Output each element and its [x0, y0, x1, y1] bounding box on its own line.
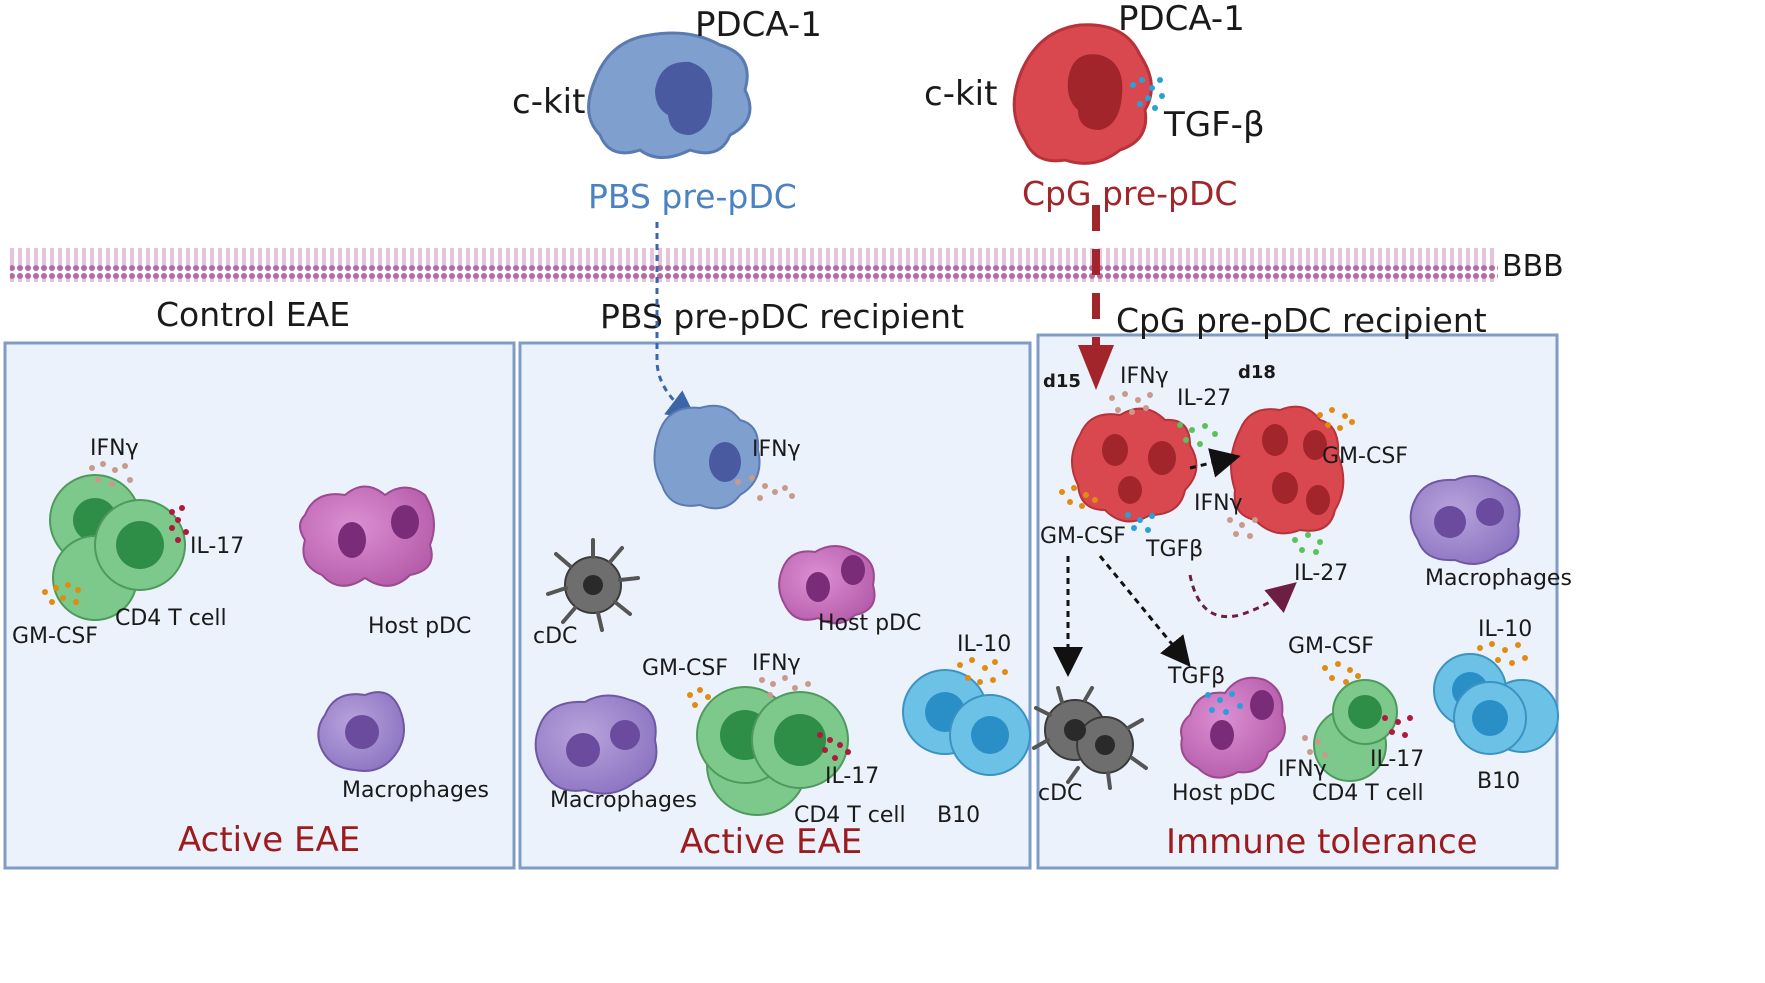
control-macrophages-label: Macrophages [342, 778, 489, 803]
cpg-macrophages [1409, 475, 1521, 565]
pbs-macrophages-label: Macrophages [550, 788, 697, 813]
pbs-pdca1-label: PDCA-1 [695, 5, 822, 45]
control-t-cell-label: CD4 T cell [115, 606, 227, 631]
cpg-il10-label: IL-10 [1478, 617, 1532, 642]
cpg-tgfb-feedback-arrow [1188, 574, 1297, 619]
cpg-t-cell-label: CD4 T cell [1312, 781, 1424, 806]
control-host-pdc [299, 485, 435, 587]
pbs-outcome: Active EAE [680, 822, 862, 862]
cpg-cluster-d18 [1230, 405, 1345, 535]
control-gmcsf-dots [42, 582, 81, 605]
cpg-gmcsf-right-label: GM-CSF [1322, 444, 1408, 469]
pbs-b10-label: B10 [937, 803, 980, 828]
cpg-t-gmcsf-label: GM-CSF [1288, 634, 1374, 659]
cpg-pre-pdc-label: CpG pre-pDC [1022, 174, 1237, 213]
cpg-ifn-top-dots [1109, 391, 1153, 415]
cpg-gmcsf-left-label: GM-CSF [1040, 524, 1126, 549]
pbs-il10-label: IL-10 [957, 632, 1011, 657]
pbs-cdc-label: cDC [533, 624, 577, 649]
cpg-gmcsf-right-dots [1317, 407, 1355, 431]
pbs-t-ifn-dots [759, 675, 811, 698]
pbs-pre-pdc-cell [587, 31, 752, 159]
cpg-migration-arrowhead [1078, 345, 1114, 390]
pbs-ckit-label: c-kit [512, 82, 585, 122]
cpg-host-pdc-label: Host pDC [1172, 781, 1275, 806]
cpg-pre-pdc-cell [1012, 23, 1165, 165]
control-gmcsf-label: GM-CSF [12, 624, 98, 649]
cpg-macrophages-label: Macrophages [1425, 566, 1572, 591]
cpg-t-ifn-dots [1302, 735, 1328, 758]
control-macrophage [317, 691, 405, 772]
cpg-il27-top-label: IL-27 [1177, 386, 1231, 411]
cpg-il17-label: IL-17 [1370, 747, 1424, 772]
cpg-host-tgfb-dots [1205, 691, 1243, 715]
cpg-d15-to-d18-arrow [1189, 448, 1241, 478]
cpg-ifn-mid-label: IFNγ [1194, 491, 1243, 516]
control-cd4-t-cell [49, 474, 186, 621]
cpg-day15-label: d15 [1043, 371, 1081, 392]
pbs-il17-label: IL-17 [825, 764, 879, 789]
cpg-il27-bottom-dots [1292, 532, 1323, 555]
cpg-ifn-top-label: IFNγ [1120, 364, 1169, 389]
cpg-tgfb-left-dots [1125, 512, 1155, 533]
pbs-host-pdc [778, 545, 876, 625]
cpg-tgfb-label: TGF-β [1163, 105, 1265, 145]
pbs-t-cell-label: CD4 T cell [794, 803, 906, 828]
cpg-cdc-label: cDC [1038, 781, 1082, 806]
cpg-host-tgfb-label: TGFβ [1167, 664, 1225, 689]
cpg-cd4-t-cell [1313, 679, 1398, 782]
control-host-pdc-label: Host pDC [368, 614, 471, 639]
cpg-day18-label: d18 [1238, 362, 1276, 383]
cpg-cdc [1032, 686, 1148, 790]
pbs-cd4-t-cell [696, 686, 849, 816]
cpg-cluster-d15 [1071, 407, 1198, 523]
cpg-il10-dots [1477, 641, 1528, 666]
cpg-il27-top-dots [1177, 422, 1218, 447]
cpg-tgfb-dots [1130, 77, 1165, 111]
bbb-membrane [10, 248, 1498, 282]
pbs-il10-dots [957, 657, 1008, 685]
cpg-pdca1-label: PDCA-1 [1118, 0, 1245, 39]
control-il17-label: IL-17 [190, 534, 244, 559]
control-il17-dots [169, 505, 189, 543]
cpg-tgfb-left-label: TGFβ [1145, 537, 1203, 562]
pbs-gmcsf-label: GM-CSF [642, 656, 728, 681]
control-ifn-dots [89, 461, 133, 487]
cpg-il27-bottom-label: IL-27 [1294, 561, 1348, 586]
cpg-t-ifn-label: IFNγ [1278, 757, 1327, 782]
cpg-b10-cell [1433, 653, 1559, 755]
cpg-t-gmcsf-dots [1322, 661, 1361, 685]
pbs-pre-pdc-label: PBS pre-pDC [588, 177, 797, 216]
cpg-host-pdc [1180, 676, 1286, 779]
cpg-il17-dots [1382, 715, 1413, 738]
pbs-gmcsf-dots [687, 687, 711, 708]
control-outcome: Active EAE [178, 820, 360, 860]
pbs-t-ifn-label: IFNγ [752, 651, 801, 676]
cpg-to-host-pdc-arrow [1098, 555, 1191, 667]
cpg-gmcsf-left-dots [1059, 485, 1098, 509]
pbs-il17-dots [817, 732, 851, 761]
bbb-label: BBB [1502, 249, 1564, 284]
cpg-ckit-label: c-kit [924, 74, 997, 114]
pbs-recipient-pdc [653, 404, 761, 510]
pbs-pdc-ifn-label: IFNγ [752, 437, 801, 462]
cpg-title: CpG pre-pDC recipient [1116, 301, 1487, 340]
pbs-b10-cell [902, 669, 1031, 776]
pbs-macrophages [534, 694, 658, 795]
pbs-host-pdc-label: Host pDC [818, 611, 921, 636]
cpg-outcome: Immune tolerance [1166, 822, 1478, 862]
control-ifn-label: IFNγ [90, 436, 139, 461]
cpg-b10-label: B10 [1477, 769, 1520, 794]
cpg-ifn-mid-dots [1227, 517, 1258, 539]
pbs-cdc [546, 538, 640, 632]
pbs-title: PBS pre-pDC recipient [600, 297, 964, 336]
control-title: Control EAE [156, 295, 350, 334]
pbs-pdc-ifn-dots [735, 475, 795, 501]
